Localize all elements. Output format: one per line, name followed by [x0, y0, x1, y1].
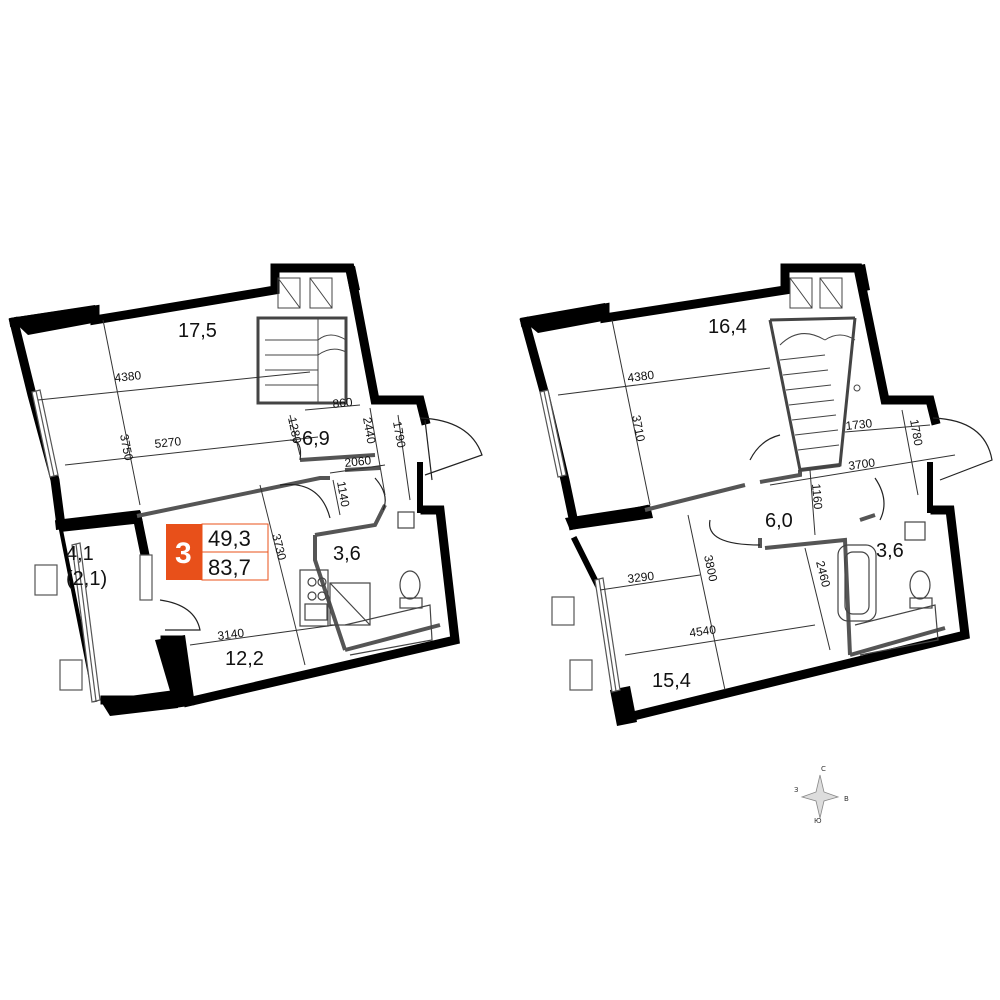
floor-1-balcony-area: 4,1: [66, 543, 94, 565]
rooms-count: 3: [175, 537, 192, 570]
floor-1-dimension-labels: 4380 3750 5270 860 2440 1790 1280 2060 1…: [114, 368, 409, 643]
floor-1-dim-3750: 3750: [117, 433, 136, 462]
floor-1-dim-3140: 3140: [217, 626, 246, 643]
compass-south-label: Ю: [814, 817, 822, 825]
rooms-count-box: [166, 524, 202, 580]
floor-1-balcony-reduced-area: (2,1): [66, 568, 107, 590]
floor-2-dimension-lines: [557, 319, 956, 691]
floor-2-room-area-1: 16,4: [708, 316, 747, 338]
floor-2-fixtures: [837, 521, 939, 656]
floor-1-dim-1280: 1280: [285, 416, 304, 445]
floor-1-dim-1140: 1140: [334, 480, 352, 508]
living-area-box: [201, 523, 269, 553]
floor-2-dim-1160: 1160: [809, 483, 825, 510]
floor-2-dim-1780: 1780: [907, 418, 925, 447]
compass-north-label: С: [821, 765, 826, 773]
floor-1-room-area-4: 12,2: [225, 648, 264, 670]
floor-2-dim-3800: 3800: [701, 554, 720, 583]
floor-1-dim-1790: 1790: [390, 420, 408, 449]
floor-1-plan: 17,5 6,9 3,6 12,2 4,1 (2,1) 4380 3750 52…: [8, 263, 483, 716]
floor-1-dim-860: 860: [332, 395, 354, 411]
compass-star-icon: [800, 774, 840, 819]
floor-2-room-area-3: 3,6: [876, 540, 904, 562]
floor-1-room-area-3: 3,6: [333, 543, 361, 565]
floor-1-dim-3730: 3730: [269, 532, 289, 562]
floor-2-staircase: [768, 277, 861, 472]
floor-2-dim-4540: 4540: [688, 622, 717, 640]
floor-2-dim-3700: 3700: [847, 455, 876, 473]
floor-2-doors: [709, 417, 993, 546]
floor-2-dimension-labels: 4380 3710 1730 1780 3700 1160 3290 3800 …: [627, 368, 926, 640]
compass-rose: С Ю З В: [794, 765, 849, 825]
total-area-value: 83,7: [208, 555, 251, 580]
floor-2-room-labels: 16,4 6,0 3,6 15,4: [652, 316, 904, 692]
floor-2-wall-blocks: [520, 264, 870, 726]
floor-1-dimension-lines: [37, 319, 411, 666]
floor-2-dim-3290: 3290: [627, 569, 656, 586]
floor-1-doors: [159, 417, 483, 631]
compass-east-label: В: [844, 795, 849, 803]
floor-2-dim-1730: 1730: [845, 416, 873, 433]
floor-2-dim-2460: 2460: [813, 559, 833, 589]
floor-1-staircase: [256, 277, 348, 405]
floor-2-inner-walls: [644, 463, 946, 657]
floor-1-dim-4380: 4380: [114, 368, 142, 385]
floor-1-inner-walls: [136, 453, 441, 652]
floor-2-plan: 16,4 6,0 3,6 15,4 4380 3710 1730 1780 37…: [519, 263, 993, 726]
floor-1-dim-5270: 5270: [154, 434, 182, 451]
floor-2-dim-3710: 3710: [629, 414, 648, 443]
floor-1-windows: [31, 389, 153, 703]
total-area-box: [201, 551, 269, 581]
floor-2-windows: [539, 389, 621, 693]
floor-1-fixtures: [299, 511, 433, 656]
floor-1-room-labels: 17,5 6,9 3,6 12,2 4,1 (2,1): [66, 320, 361, 670]
floor-2-room-area-2: 6,0: [765, 510, 793, 532]
floor-1-dim-2440: 2440: [360, 416, 378, 445]
living-area-value: 49,3: [208, 526, 251, 551]
floor-2-dim-4380: 4380: [627, 368, 656, 385]
floor-2-room-area-4: 15,4: [652, 670, 691, 692]
floor-1-room-area-2: 6,9: [302, 428, 330, 450]
floor-1-wall-blocks: [10, 266, 360, 716]
compass-west-label: З: [794, 786, 799, 794]
floor-1-room-area-1: 17,5: [178, 320, 217, 342]
apartment-info-badge: 3 49,3 83,7: [166, 523, 269, 581]
floor-1-dim-2060: 2060: [344, 453, 372, 470]
